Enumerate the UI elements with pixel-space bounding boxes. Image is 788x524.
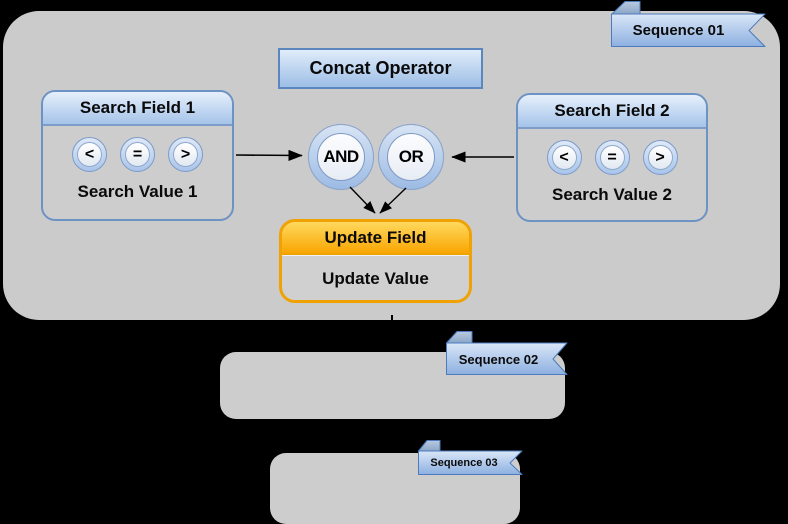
less-than-icon: < <box>551 145 577 170</box>
search-field-1-operators: < = > <box>43 137 232 172</box>
update-field-box: Update Field Update Value <box>279 219 472 303</box>
update-value-label: Update Value <box>282 255 469 300</box>
and-label: AND <box>317 133 365 181</box>
greater-than-icon: > <box>647 145 673 170</box>
equals-operator-button: = <box>594 140 630 175</box>
less-than-icon: < <box>77 142 102 167</box>
equals-icon: = <box>599 145 625 170</box>
sequence-03-panel <box>270 453 520 524</box>
search-field-2-operators: < = > <box>518 140 706 175</box>
sequence-02-panel <box>220 352 565 419</box>
search-field-1-box: Search Field 1 < = > Search Value 1 <box>41 90 234 221</box>
or-label: OR <box>387 133 435 181</box>
search-field-1-header: Search Field 1 <box>43 92 232 126</box>
search-value-2-label: Search Value 2 <box>551 185 673 204</box>
update-field-label: Update Field <box>324 227 427 247</box>
search-field-2-title: Search Field 2 <box>554 101 670 120</box>
connector-stub <box>391 315 393 321</box>
search-field-2-box: Search Field 2 < = > Search Value 2 <box>516 93 708 222</box>
update-field-header: Update Field <box>282 222 469 255</box>
or-operator-circle: OR <box>378 124 444 190</box>
search-value-1-label: Search Value 1 <box>77 182 198 201</box>
less-than-operator-button: < <box>72 137 107 172</box>
equals-icon: = <box>125 142 150 167</box>
greater-than-operator-button: > <box>168 137 203 172</box>
greater-than-icon: > <box>173 142 198 167</box>
less-than-operator-button: < <box>546 140 582 175</box>
concat-operator-label: Concat Operator <box>309 58 452 78</box>
equals-operator-button: = <box>120 137 155 172</box>
search-field-1-title: Search Field 1 <box>79 98 196 117</box>
search-field-2-header: Search Field 2 <box>518 95 706 129</box>
and-operator-circle: AND <box>308 124 374 190</box>
greater-than-operator-button: > <box>642 140 678 175</box>
concat-operator-box: Concat Operator <box>278 48 483 89</box>
